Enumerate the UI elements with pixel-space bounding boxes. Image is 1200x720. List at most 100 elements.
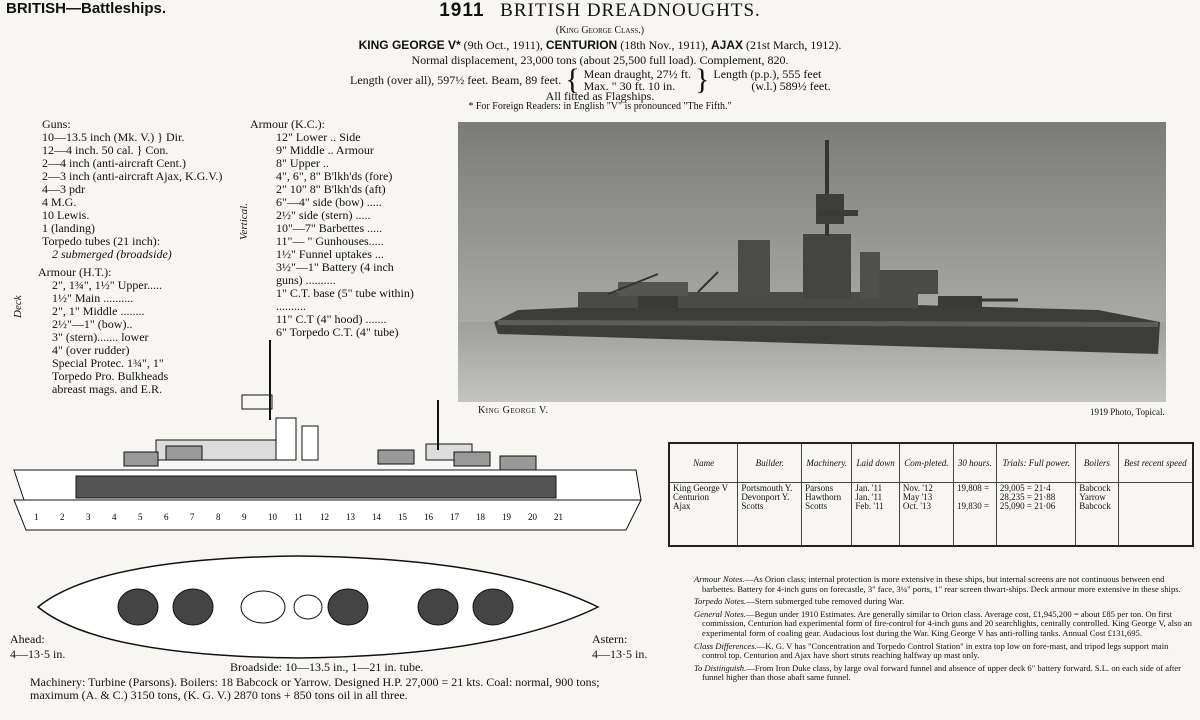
- deck-label: Deck: [12, 295, 24, 318]
- armour-kc-line: 6" Torpedo C.T. (4" tube): [276, 325, 399, 339]
- table-cell: Portsmouth Y. Devonport Y. Scotts: [737, 482, 803, 546]
- armour-ht-line: 4" (over rudder): [52, 343, 130, 357]
- torpedo-heading: Torpedo tubes (21 inch):: [42, 234, 161, 248]
- turret-b: [165, 445, 203, 461]
- armour-ht-line: 2½"—1" (bow)..: [52, 317, 133, 331]
- compartment-number: 6: [164, 512, 169, 522]
- page-title: 1911 BRITISH DREADNOUGHTS.: [0, 0, 1200, 22]
- page-section-label: BRITISH—Battleships.: [6, 0, 167, 17]
- displacement-line: Normal displacement, 23,000 tons (about …: [411, 53, 789, 67]
- compartment-number: 20: [528, 512, 538, 522]
- flagships-line: All fitted as Flagships.: [545, 89, 655, 103]
- length-beam: Length (over all), 597½ feet. Beam, 89 f…: [350, 72, 562, 87]
- armour-kc-line: 6"—4" side (bow) .....: [276, 195, 382, 209]
- guns-block: Guns: 10—13.5 inch (Mk. V.) } Dir.12—4 i…: [42, 118, 252, 261]
- compartment-number: 11: [294, 512, 303, 522]
- armour-kc-line: 4", 6", 8" B'lkh'ds (fore): [276, 169, 393, 183]
- armour-kc-line: 8" Upper ..: [276, 156, 329, 170]
- ship-3-name: AJAX: [711, 38, 744, 52]
- compartment-number: 10: [268, 512, 278, 522]
- gun-line: 4 M.G.: [42, 195, 77, 209]
- compartment-number: 21: [554, 512, 563, 522]
- armour-ht-line: 2", 1¾", 1½" Upper.....: [52, 278, 163, 292]
- turret-q: [377, 449, 415, 465]
- table-header-cell: Com-pleted.: [899, 443, 954, 483]
- year-label: 1911: [439, 0, 485, 21]
- compartment-number: 17: [450, 512, 460, 522]
- dimensions-block: Length (over all), 597½ feet. Beam, 89 f…: [350, 63, 831, 96]
- lower-hull: [13, 499, 642, 531]
- to-distinguish: To Distinguish.—From Iron Duke class, by…: [694, 662, 1182, 683]
- armour-kc-line: 10"—7" Barbettes .....: [276, 221, 383, 235]
- armour-ht-line: 1½" Main ..........: [52, 291, 134, 305]
- compartment-number: 18: [476, 512, 486, 522]
- vertical-label: Vertical.: [238, 203, 250, 240]
- armour-kc-line: 1½" Funnel uptakes ...: [276, 247, 384, 261]
- turret-y: [499, 455, 537, 471]
- ahead-guns: 4—13·5 in.: [10, 647, 66, 661]
- compartment-number: 12: [320, 512, 329, 522]
- table-header-cell: Boilers: [1075, 443, 1119, 483]
- turret-a: [123, 451, 159, 467]
- table-header-cell: Builder.: [737, 443, 803, 483]
- ship-1-name: KING GEORGE V*: [358, 38, 461, 52]
- compartment-number: 4: [112, 512, 117, 522]
- armour-belt: [75, 475, 557, 499]
- armour-notes: Armour Notes.—As Orion class; internal p…: [694, 574, 1181, 594]
- compartment-number: 19: [502, 512, 512, 522]
- armour-kc-line: 3½"—1" Battery (4 inch guns) ..........: [276, 260, 394, 287]
- compartment-number: 9: [242, 512, 247, 522]
- gun-line: 10 Lewis.: [42, 208, 90, 222]
- gun-line: 4—3 pdr: [42, 182, 85, 196]
- length-wl: (w.l.) 589½ feet.: [751, 79, 831, 93]
- armour-kc-line: 2½" side (stern) .....: [276, 208, 371, 222]
- table-cell: Jan. '11 Jan. '11 Feb. '11: [851, 482, 900, 546]
- title-text: BRITISH DREADNOUGHTS.: [500, 0, 761, 21]
- gun-line: 10—13.5 inch (Mk. V.) } Dir.: [42, 130, 185, 144]
- plan-turret-a: [117, 588, 159, 626]
- photo-caption: King George V.: [478, 405, 549, 416]
- ship-photo: [458, 122, 1166, 402]
- torpedo-detail: 2 submerged (broadside): [52, 247, 172, 261]
- armour-ht-line: abreast mags. and E.R.: [52, 382, 162, 396]
- ahead-label: Ahead:: [10, 632, 45, 646]
- compartment-number: 8: [216, 512, 221, 522]
- ship-plan-drawing: [36, 555, 600, 659]
- control-top: [241, 394, 273, 410]
- gun-line: 12—4 inch. 50 cal. } Con.: [42, 143, 169, 157]
- table-cell: 19,808 = 19,830 =: [953, 482, 997, 546]
- draught-max: Max. " 30 ft. 10 in.: [583, 79, 676, 93]
- armour-ht-line: Special Protec. 1¾", 1": [52, 356, 164, 370]
- ahead-fire: Ahead: 4—13·5 in.: [10, 632, 65, 662]
- brace-right: }: [694, 63, 710, 96]
- plan-turret-q: [327, 588, 369, 626]
- ship-2-date: (18th Nov., 1911),: [620, 38, 709, 52]
- guns-list: 10—13.5 inch (Mk. V.) } Dir.12—4 inch. 5…: [42, 131, 252, 235]
- forward-funnel: [275, 417, 297, 461]
- table-cell: 29,005 = 21·4 28,235 = 21·88 25,090 = 21…: [996, 482, 1077, 546]
- draught-mean: Mean draught, 27½ ft.: [583, 67, 691, 81]
- table-header-cell: Best recent speed: [1118, 443, 1194, 483]
- plan-funnel-fore: [240, 590, 286, 624]
- turret-x: [453, 451, 491, 467]
- armour-kc-line: 12" Lower .. Side: [276, 130, 361, 144]
- armour-kc-line: 11"— " Gunhouses.....: [276, 234, 384, 248]
- ship-3-date: (21st March, 1912).: [746, 38, 842, 52]
- armour-kc-line: 9" Middle .. Armour: [276, 143, 374, 157]
- plan-hull: [36, 555, 600, 659]
- astern-label: Astern:: [592, 632, 628, 646]
- after-funnel: [301, 425, 319, 461]
- ship-2-name: CENTURION: [545, 38, 618, 52]
- plan-turret-x: [417, 588, 459, 626]
- table-header-cell: Trials: Full power.: [996, 443, 1077, 483]
- armour-ht-block: Armour (H.T.): 2", 1¾", 1½" Upper.....1½…: [38, 266, 228, 396]
- plan-turret-y: [472, 588, 514, 626]
- armour-ht-line: 2", 1" Middle ........: [52, 304, 145, 318]
- brace-left: {: [565, 63, 580, 96]
